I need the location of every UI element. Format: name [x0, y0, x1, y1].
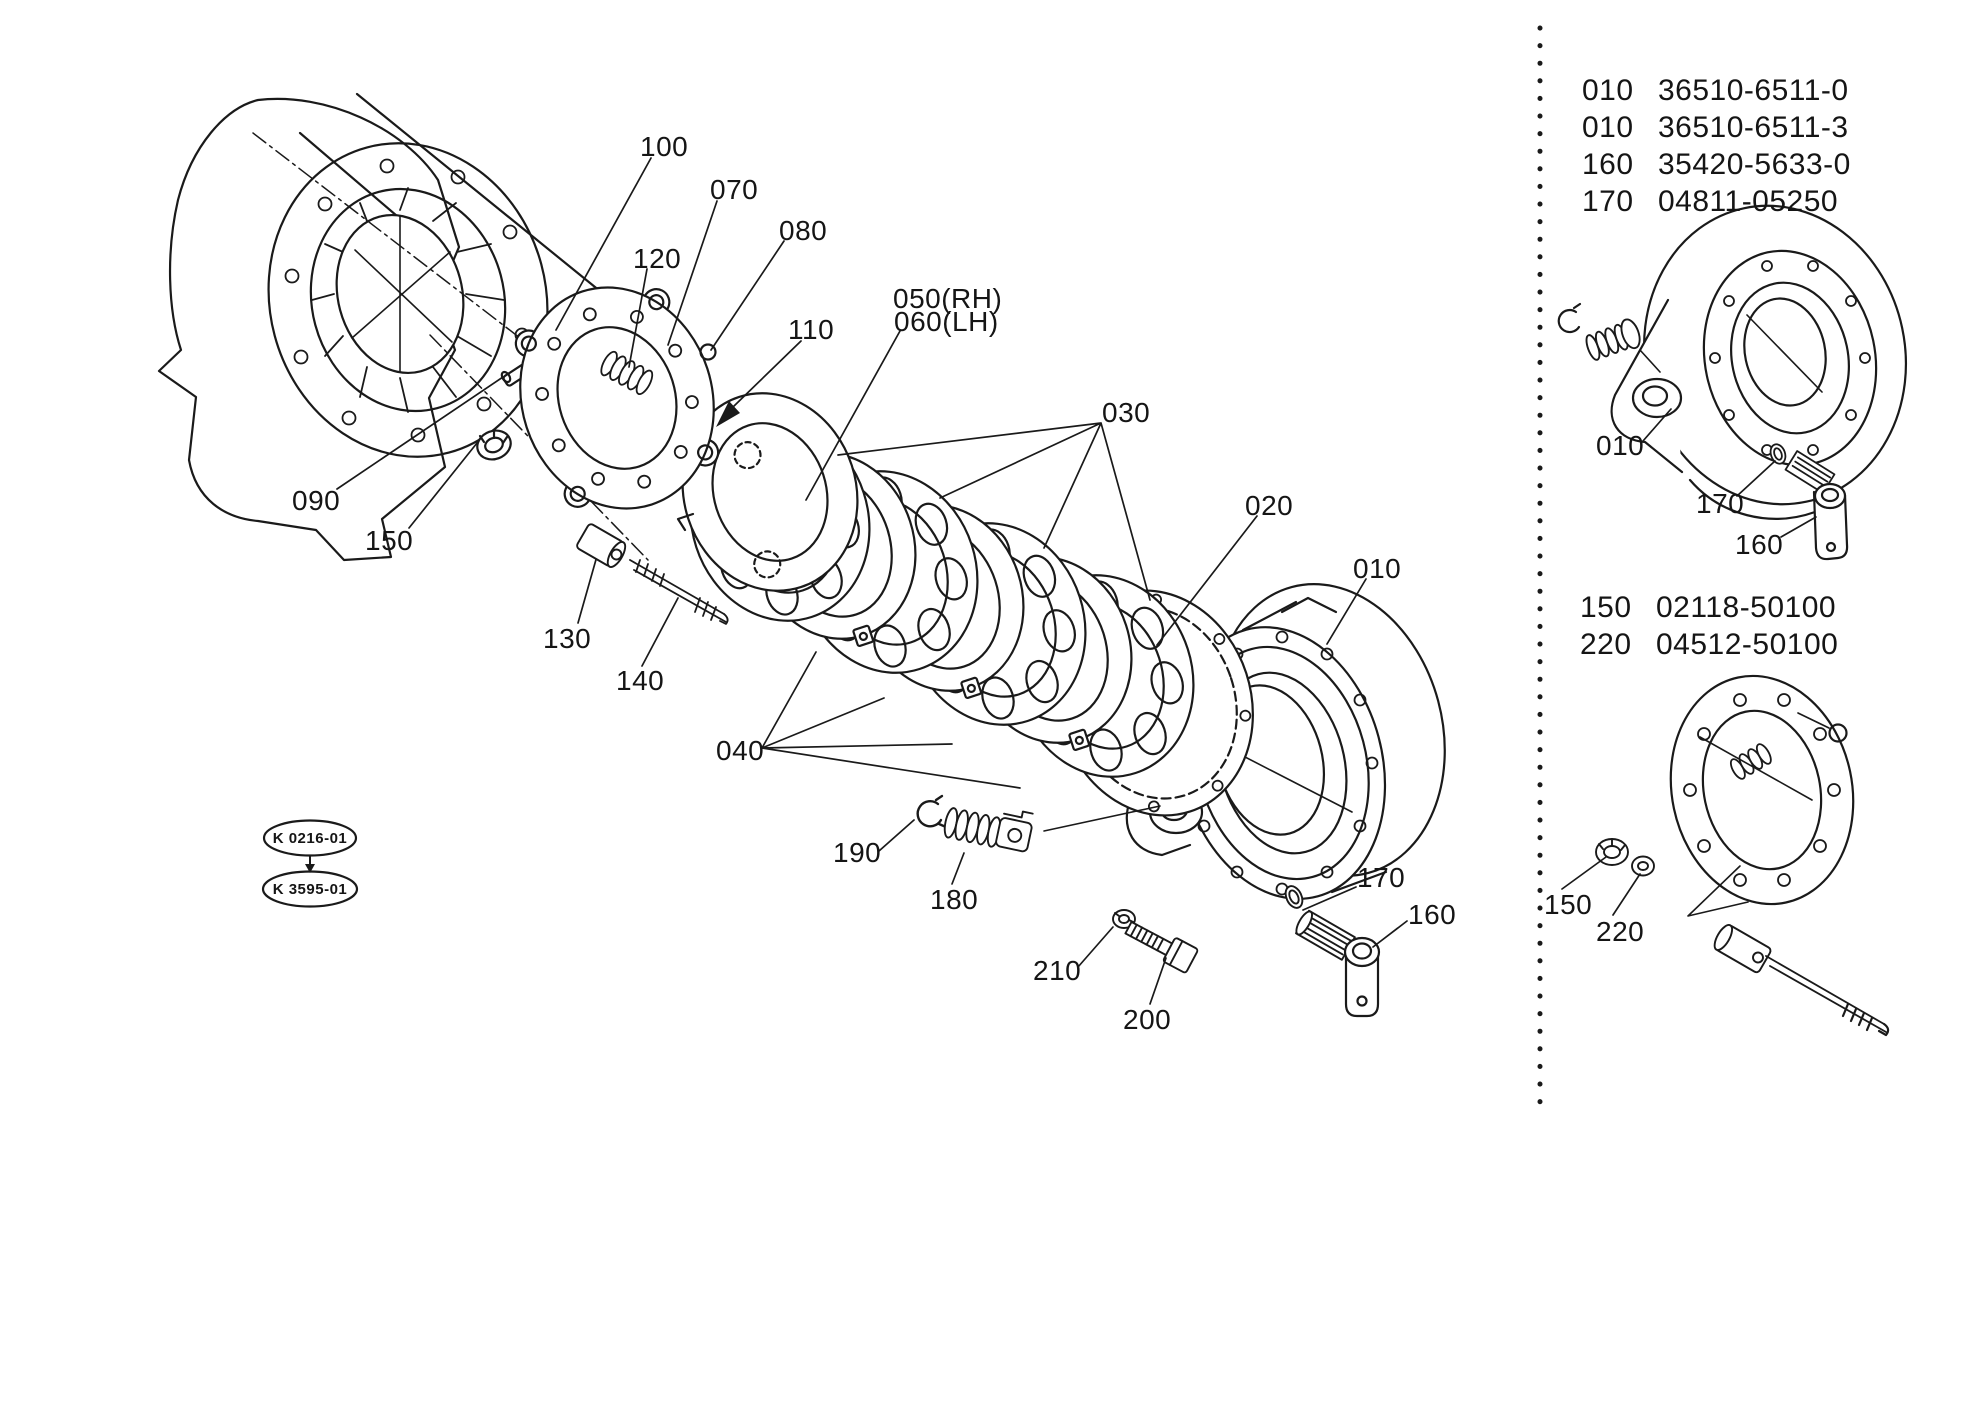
cam-plate-arrow	[716, 401, 740, 427]
detail-callout-010: 010	[1596, 430, 1645, 461]
callout-040: 040	[716, 735, 765, 766]
callout-070: 070	[710, 174, 759, 205]
revision-code-from: K 0216-01	[272, 830, 348, 847]
o-ring-170	[1284, 885, 1304, 909]
callout-120: 120	[633, 243, 682, 274]
detail-callout-150: 150	[1544, 889, 1593, 920]
parts-list-row: 010 36510-6511-0	[1582, 72, 1851, 109]
detail-cover-plate	[1561, 674, 1890, 1037]
part-ref: 010	[1582, 73, 1634, 107]
detail-brake-case	[1557, 204, 1908, 561]
parts-list-row: 150 02118-50100	[1580, 589, 1838, 626]
callout-210: 210	[1033, 955, 1082, 986]
callout-150: 150	[365, 525, 414, 556]
part-number: 04512-50100	[1656, 627, 1839, 661]
callout-160: 160	[1408, 899, 1457, 930]
detail-callout-170: 170	[1696, 488, 1745, 519]
part-ref: 150	[1580, 590, 1632, 624]
callout-090: 090	[292, 485, 341, 516]
part-number: 02118-50100	[1656, 590, 1837, 624]
parts-list-top: 010 36510-6511-0 010 36510-6511-3 160 35…	[1582, 72, 1851, 220]
callout-180: 180	[930, 884, 979, 915]
snap-ring-190	[916, 794, 948, 829]
lock-nut-150	[476, 429, 512, 461]
detail-washer-220	[1631, 855, 1655, 877]
brake-lever-160	[1295, 909, 1381, 1018]
part-number: 36510-6511-0	[1658, 73, 1849, 107]
callout-080: 080	[779, 215, 828, 246]
callout-110: 110	[788, 314, 835, 345]
detail-callout-220: 220	[1596, 916, 1645, 947]
case-bolt-holes	[284, 158, 530, 443]
brake-rod-140	[629, 559, 729, 625]
callout-130: 130	[543, 623, 592, 654]
part-ref: 010	[1582, 110, 1634, 144]
adjuster-barrel-130	[576, 523, 627, 568]
brake-cover-070	[514, 286, 720, 510]
revision-bubbles	[261, 819, 359, 908]
part-ref: 170	[1582, 184, 1634, 218]
part-number: 04811-05250	[1658, 184, 1839, 218]
parts-list-row: 160 35420-5633-0	[1582, 146, 1851, 183]
callout-010: 010	[1353, 553, 1402, 584]
revision-code-to: K 3595-01	[272, 881, 348, 898]
detail-callout-160: 160	[1735, 529, 1784, 560]
callout-020: 020	[1245, 490, 1294, 521]
part-ref: 220	[1580, 627, 1632, 661]
callout-030: 030	[1102, 397, 1151, 428]
callout-200: 200	[1123, 1004, 1172, 1035]
callout-140: 140	[616, 665, 665, 696]
cam-unit-180	[943, 805, 1161, 853]
callout-100: 100	[640, 131, 689, 162]
bolt-200	[1124, 920, 1199, 974]
leader-lines	[336, 157, 1408, 1005]
part-ref: 160	[1582, 147, 1634, 181]
o-ring-080	[699, 343, 717, 361]
cam-plate-110	[670, 392, 859, 592]
callout-050-rh: 050(RH)	[893, 283, 1003, 314]
brake-spring-120	[600, 350, 654, 395]
parts-list-row: 170 04811-05250	[1582, 183, 1851, 220]
callout-170: 170	[1357, 862, 1406, 893]
transmission-case	[157, 92, 649, 562]
parts-list-row: 220 04512-50100	[1580, 626, 1838, 663]
parts-list-row: 010 36510-6511-3	[1582, 109, 1851, 146]
callout-060-lh: 060(LH)	[894, 306, 999, 337]
parts-list-bottom: 150 02118-50100 220 04512-50100	[1580, 589, 1838, 663]
callout-190: 190	[833, 837, 882, 868]
part-number: 36510-6511-3	[1658, 110, 1849, 144]
washer-210	[1112, 909, 1136, 929]
part-number: 35420-5633-0	[1658, 147, 1851, 181]
